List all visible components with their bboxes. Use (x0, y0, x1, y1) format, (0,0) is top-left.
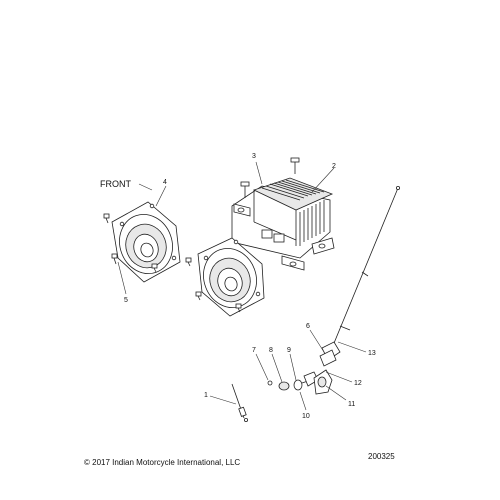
callout-5: 5 (124, 297, 128, 304)
callout-1: 1 (204, 392, 208, 399)
spacer (293, 379, 309, 391)
antenna-cable (231, 383, 248, 422)
amplifier-module (231, 177, 335, 271)
front-arrow (138, 183, 153, 191)
callout-12: 12 (354, 380, 362, 387)
drawing-number: 200325 (368, 452, 395, 461)
bolt-upper-left (240, 181, 250, 198)
bolt-upper-right (290, 157, 300, 174)
callout-3: 3 (252, 153, 256, 160)
front-label: FRONT (100, 179, 131, 189)
callout-2: 2 (332, 163, 336, 170)
leader-lines (117, 161, 367, 411)
washer-small (267, 380, 273, 386)
antenna-bracket (313, 369, 333, 395)
screw-right-lower (235, 303, 242, 313)
callout-7: 7 (252, 347, 256, 354)
copyright-notice: © 2017 Indian Motorcycle International, … (84, 458, 241, 467)
callout-4: 4 (163, 179, 167, 186)
speaker-left (111, 201, 181, 283)
antenna-mast (319, 185, 400, 367)
screw-right-bottom (195, 291, 202, 301)
screw-left-top (103, 213, 110, 224)
callout-10: 10 (302, 413, 310, 420)
screw-center (185, 257, 192, 267)
screw-left-mid (111, 253, 118, 265)
speaker-right (197, 237, 265, 317)
grommet (278, 381, 290, 391)
callout-9: 9 (287, 347, 291, 354)
callout-11: 11 (348, 401, 355, 408)
callout-6: 6 (306, 323, 310, 330)
callout-13: 13 (368, 350, 376, 357)
callout-8: 8 (269, 347, 273, 354)
screw-left-bottom (151, 263, 158, 273)
